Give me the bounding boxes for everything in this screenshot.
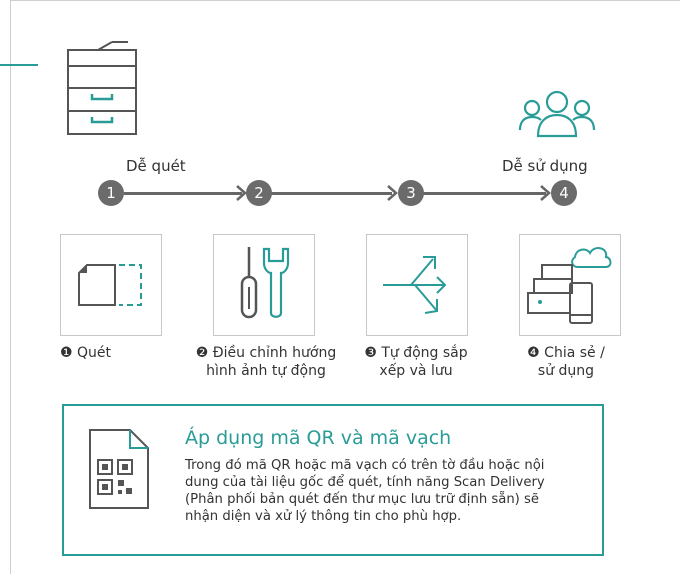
easy-scan-label: Dễ quét <box>126 157 186 175</box>
step-caption-2: ❷ Điều chỉnh hướng hình ảnh tự động <box>195 345 337 379</box>
frame-left-border <box>10 0 11 574</box>
step-caption-1: ❶ Quét <box>60 345 111 361</box>
users-icon <box>518 90 596 138</box>
arrow-head-icon <box>540 185 551 201</box>
step-box-scan <box>60 234 162 336</box>
accent-tick <box>0 64 38 66</box>
step-caption-3: ❸ Tự động sắp xếp và lưu <box>364 345 468 379</box>
devices-cloud-icon <box>527 247 612 324</box>
qr-document-icon <box>89 429 149 509</box>
tools-icon <box>240 247 290 319</box>
qr-barcode-panel <box>62 404 604 556</box>
printer-icon <box>67 41 137 135</box>
step-caption-4: ❹ Chia sẻ / sử dụng <box>527 345 605 379</box>
panel-description: Trong đó mã QR hoặc mã vạch có trên tờ đ… <box>185 458 545 524</box>
frame-top-border <box>10 0 680 1</box>
step-box-sort <box>366 234 468 336</box>
step-box-adjust <box>213 234 315 336</box>
arrow-head-icon <box>236 185 247 201</box>
step-box-share <box>519 234 621 336</box>
scan-document-icon <box>78 264 142 306</box>
easy-use-label: Dễ sử dụng <box>502 157 588 175</box>
step-number-2: 2 <box>246 180 272 206</box>
step-number-3: 3 <box>398 180 424 206</box>
step-connector <box>124 192 242 195</box>
panel-title: Áp dụng mã QR và mã vạch <box>185 427 452 449</box>
step-connector <box>270 192 392 195</box>
step-number-4: 4 <box>551 180 577 206</box>
arrow-head-icon <box>387 185 398 201</box>
sort-arrows-icon <box>383 256 447 314</box>
step-connector <box>422 192 546 195</box>
step-number-1: 1 <box>98 180 124 206</box>
